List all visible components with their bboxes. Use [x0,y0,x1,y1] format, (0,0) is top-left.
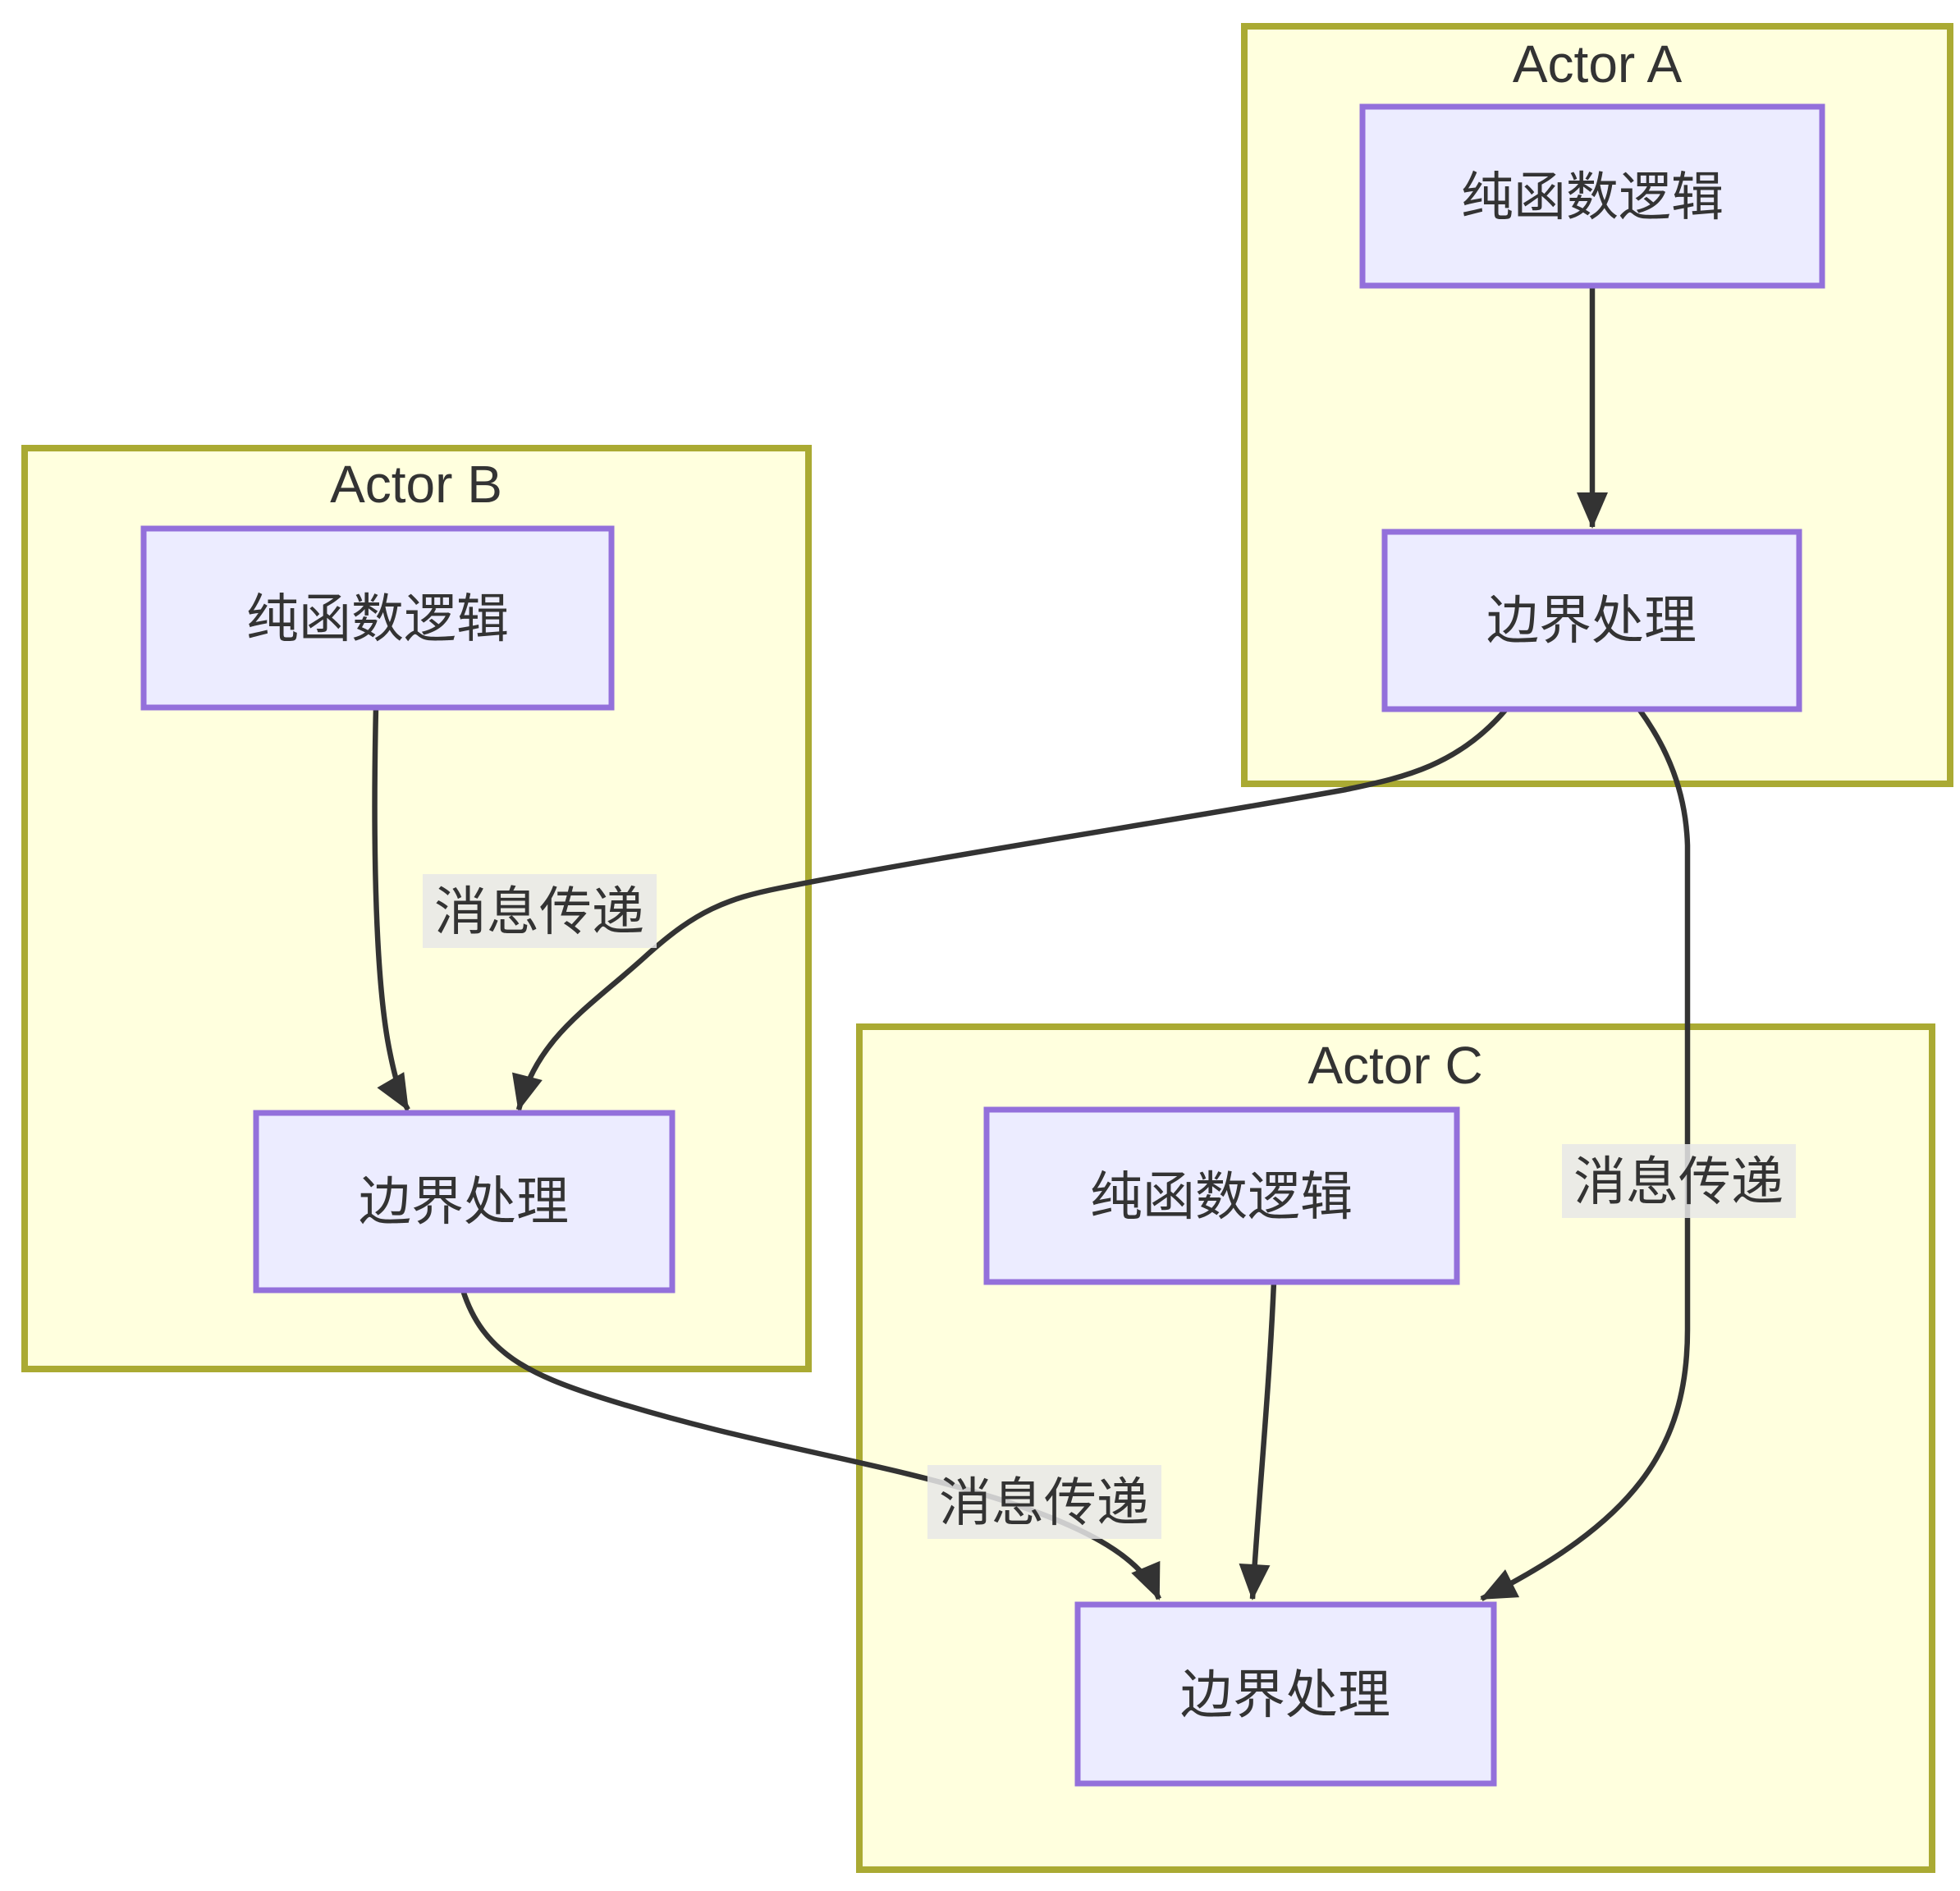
edge-b-pure-to-b-boundary [372,707,410,1111]
node-actor-a-pure-logic-box [1359,103,1825,289]
edge-label-b-to-c-bg [927,1465,1161,1539]
node-actor-a-pure-logic: 纯函数逻辑 [1359,103,1825,289]
edge-label-b-to-c-text: 消息传递 [939,1473,1149,1532]
node-actor-a-boundary-box [1381,529,1802,712]
node-actor-c-pure-logic-box [983,1106,1460,1285]
node-actor-b-pure-logic: 纯函数逻辑 [140,525,615,711]
node-actor-b-pure-logic-box [140,525,615,711]
edge-label-a-to-b-text: 消息传递 [434,882,644,941]
edge-a-boundary-to-b-boundary [512,707,1509,1111]
cluster-actor-b-title: Actor B [330,455,502,514]
node-actor-c-pure-logic-label: 纯函数逻辑 [1090,1167,1353,1226]
node-actor-a-pure-logic-label: 纯函数逻辑 [1461,167,1724,227]
node-actor-c-boundary: 边界处理 [1074,1601,1497,1787]
edge-a-boundary-to-c-boundary [1480,707,1691,1601]
node-actor-a-boundary: 边界处理 [1381,529,1802,712]
node-actor-c-boundary-label: 边界处理 [1180,1665,1390,1724]
cluster-actor-a-title: Actor A [1513,34,1683,94]
node-actor-b-pure-logic-label: 纯函数逻辑 [246,589,509,648]
node-actor-b-boundary-box [253,1110,675,1293]
node-actor-b-boundary: 边界处理 [253,1110,675,1293]
edge-label-a-to-c-text: 消息传递 [1573,1152,1784,1211]
edge-label-b-to-c: 消息传递 [927,1465,1161,1539]
node-actor-a-boundary-label: 边界处理 [1486,591,1697,650]
edge-label-a-to-c-bg [1562,1144,1796,1218]
node-actor-c-boundary-box [1074,1601,1497,1787]
cluster-actor-c-title: Actor C [1307,1036,1482,1095]
edge-label-a-to-c: 消息传递 [1562,1144,1796,1218]
edge-label-a-to-b-bg [423,874,657,948]
node-actor-b-boundary-label: 边界处理 [359,1172,569,1231]
edge-label-a-to-b: 消息传递 [423,874,657,948]
node-actor-c-pure-logic: 纯函数逻辑 [983,1106,1460,1285]
edge-c-pure-to-c-boundary [1239,1281,1277,1600]
